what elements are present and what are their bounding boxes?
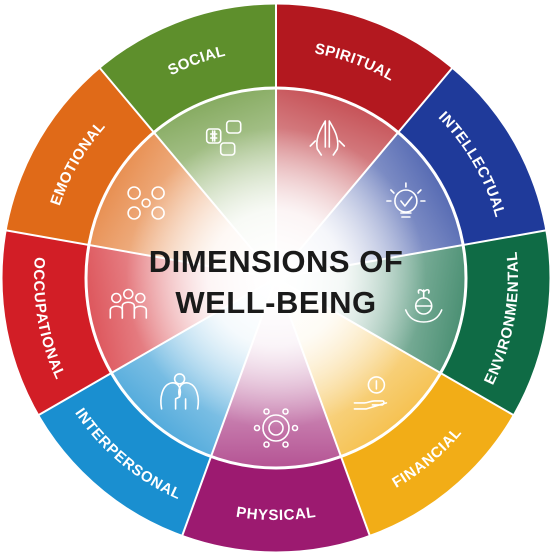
outer-ring [1, 4, 551, 552]
dimension-label-physical: PHYSICAL [235, 504, 317, 524]
segment-divider [38, 277, 277, 416]
segment-divider [275, 277, 371, 536]
outer-segment-financial [340, 373, 514, 536]
outer-segment-physical [182, 456, 370, 552]
social-media-icon [205, 120, 242, 156]
outer-segment-interpersonal [38, 373, 212, 536]
outer-segment-environmental [440, 230, 551, 415]
segment-dividers [5, 4, 547, 536]
outer-segment-occupational [1, 230, 112, 415]
segment-divider [275, 277, 514, 416]
praying-hands-icon [309, 120, 346, 156]
outer-segment-spiritual [276, 4, 453, 133]
hands-globe-plant-icon [404, 288, 443, 323]
outer-ring-border [1, 3, 551, 553]
diagram-title-line-1: DIMENSIONS OF [149, 244, 404, 279]
lightbulb-icon [386, 182, 426, 218]
team-people-icon [109, 288, 148, 319]
hand-coin-icon [353, 376, 388, 410]
molecule-network-icon [253, 408, 299, 448]
segment-divider [5, 229, 277, 279]
segment-divider [275, 67, 453, 279]
diagram-title-line-2: WELL-BEING [175, 285, 376, 320]
segment-divider [181, 277, 277, 536]
outer-segment-emotional [6, 68, 154, 246]
inner-ring-border [84, 86, 468, 470]
segment-divider [275, 229, 547, 279]
outer-segment-intellectual [398, 68, 546, 246]
heads-gears-icon [160, 373, 200, 410]
dimension-icons [109, 120, 443, 448]
emoji-faces-icon [127, 186, 165, 220]
segment-divider [99, 67, 277, 279]
outer-segment-social [99, 4, 277, 133]
